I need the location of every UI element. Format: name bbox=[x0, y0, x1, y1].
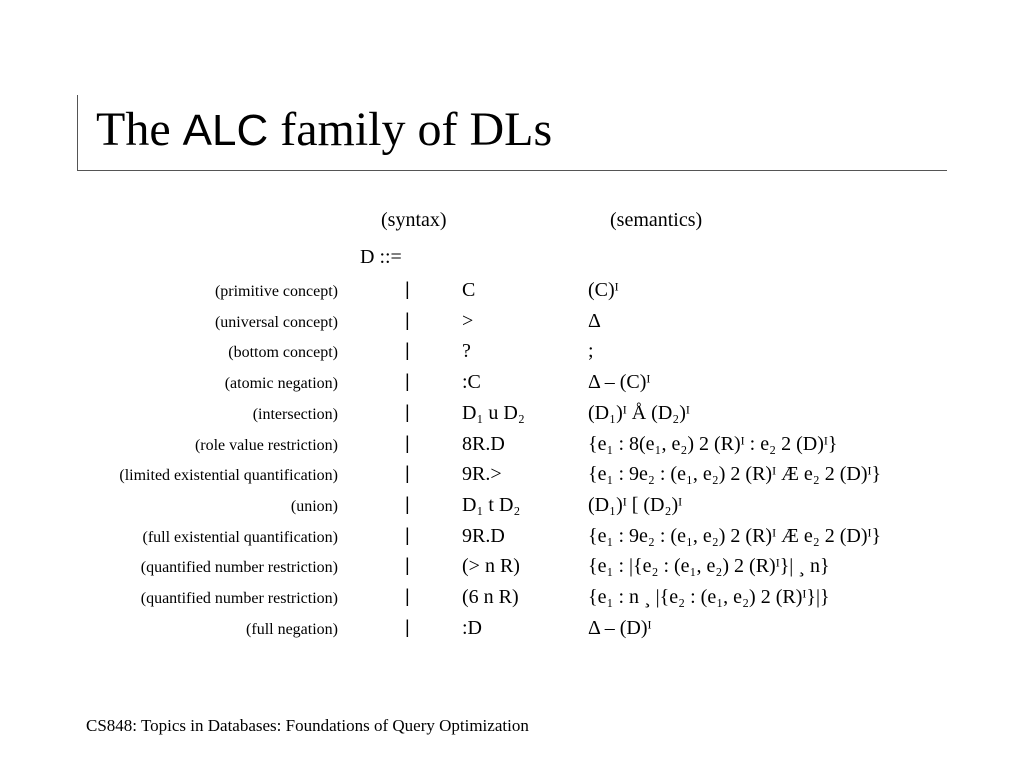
title-horizontal-rule bbox=[77, 170, 947, 171]
row-syntax: :D bbox=[462, 616, 482, 639]
row-bar: | bbox=[405, 493, 410, 514]
row-label: (full existential quantification) bbox=[142, 528, 339, 546]
row-semantics: Δ bbox=[588, 309, 601, 332]
row-syntax: ? bbox=[462, 340, 471, 363]
row-label: (union) bbox=[290, 497, 338, 515]
row-bar: | bbox=[405, 340, 410, 361]
row-label: (quantified number restriction) bbox=[140, 559, 338, 577]
row-label: (universal concept) bbox=[214, 313, 338, 331]
grammar-row: (quantified number restriction) | (6 n R) {… bbox=[0, 586, 1024, 616]
row-bar: | bbox=[405, 524, 410, 545]
title-prefix: The bbox=[96, 103, 183, 156]
row-bar: | bbox=[405, 616, 410, 637]
footer: CS848: Topics in Databases: Foundations … bbox=[86, 716, 529, 735]
row-bar: | bbox=[405, 555, 410, 576]
row-label: (quantified number restriction) bbox=[140, 590, 338, 607]
row-bar: | bbox=[405, 401, 410, 422]
syntax-header: (syntax) bbox=[381, 209, 447, 231]
row-bar: | bbox=[405, 432, 410, 453]
row-bar: | bbox=[405, 586, 410, 606]
row-label: (primitive concept) bbox=[214, 283, 338, 300]
row-label: (limited existential quantification) bbox=[119, 467, 338, 485]
row-label: (atomic negation) bbox=[224, 375, 338, 393]
semantics-header: (semantics) bbox=[610, 209, 703, 231]
grammar-row: (role value restriction) | 8R.D {e₁ : 8(e₁,… bbox=[0, 433, 1024, 463]
grammar-row: (atomic negation) | :C Δ – (C)ᴵ bbox=[0, 371, 1024, 401]
row-bar: | bbox=[405, 279, 410, 299]
grammar-row: (intersection) | D₁ u D₂ (D₁)ᴵ Å (D₂)ᴵ bbox=[0, 402, 1024, 432]
row-semantics: Δ – (D)ᴵ bbox=[588, 616, 652, 639]
row-syntax: (> n R) bbox=[462, 555, 520, 578]
row-syntax: 8R.D bbox=[462, 432, 505, 455]
row-semantics: Δ – (C)ᴵ bbox=[588, 371, 651, 394]
grammar-row: (union) | D₁ t D₂ (D₁)ᴵ [ (D₂)ᴵ bbox=[0, 494, 1024, 524]
title-suffix: family of DLs bbox=[268, 103, 553, 156]
grammar-row: (primitive concept) | C (C)ᴵ bbox=[0, 279, 1024, 309]
slide-title: The ALC family of DLs bbox=[96, 102, 552, 157]
row-semantics: (D₁)ᴵ Å (D₂)ᴵ bbox=[588, 401, 690, 424]
grammar-row: (quantified number restriction) | (> n R) {… bbox=[0, 555, 1024, 585]
row-bar: | bbox=[405, 371, 410, 392]
row-syntax: C bbox=[462, 279, 476, 301]
grammar-row: (universal concept) | > Δ bbox=[0, 310, 1024, 340]
row-semantics: (C)ᴵ bbox=[588, 279, 619, 301]
row-syntax: 9R.D bbox=[462, 524, 505, 547]
row-semantics: {e₁ : 9e₂ : (e₁, e₂) 2 (R)ᴵ Æ e₂ 2 (D)ᴵ} bbox=[588, 524, 882, 547]
title-vertical-rule bbox=[77, 95, 78, 171]
row-syntax: :C bbox=[462, 371, 481, 394]
row-syntax: > bbox=[462, 309, 474, 332]
grammar-row: (full existential quantification) | 9R.D {e… bbox=[0, 525, 1024, 555]
grammar-row: (bottom concept) |?; bbox=[0, 340, 1024, 370]
row-semantics: (D₁)ᴵ [ (D₂)ᴵ bbox=[588, 493, 683, 516]
row-label: (bottom concept) bbox=[228, 344, 338, 362]
definition-line: D ::= bbox=[360, 246, 402, 268]
row-semantics: {e₁ : n ¸ |{e₂ : (e₁, e₂) 2 (R)ᴵ}|} bbox=[588, 586, 830, 608]
row-bar: | bbox=[405, 463, 410, 484]
row-syntax: D₁ t D₂ bbox=[462, 493, 521, 516]
row-semantics: ; bbox=[588, 340, 594, 363]
grammar-row: (limited existential quantification) | 9R.… bbox=[0, 463, 1024, 493]
row-label: (full negation) bbox=[246, 620, 338, 638]
row-semantics: {e₁ : |{e₂ : (e₁, e₂) 2 (R)ᴵ}| ¸ n} bbox=[588, 555, 830, 578]
row-label: (role value restriction) bbox=[194, 436, 338, 454]
row-syntax: (6 n R) bbox=[462, 586, 519, 608]
row-syntax: 9R.> bbox=[462, 463, 502, 486]
grammar-row: (full negation) | :D Δ – (D)ᴵ bbox=[0, 617, 1024, 647]
title-alc: ALC bbox=[182, 106, 269, 155]
row-semantics: {e₁ : 9e₂ : (e₁, e₂) 2 (R)ᴵ Æ e₂ 2 (D)ᴵ} bbox=[588, 463, 882, 486]
row-label: (intersection) bbox=[252, 405, 338, 423]
row-syntax: D₁ u D₂ bbox=[462, 401, 525, 424]
row-bar: | bbox=[405, 309, 410, 330]
row-semantics: {e₁ : 8(e₁, e₂) 2 (R)ᴵ : e₂ 2 (D)ᴵ} bbox=[588, 432, 838, 455]
